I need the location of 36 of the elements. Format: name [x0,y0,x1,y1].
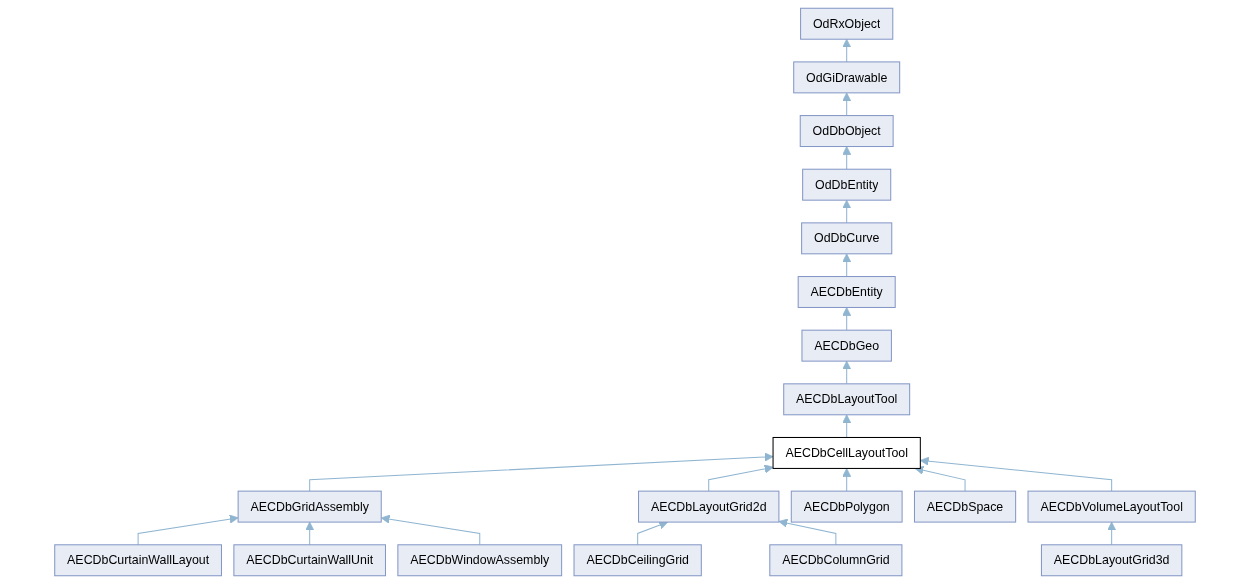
arrow [842,360,852,385]
node-box: AECDbPolygon [790,490,903,523]
node-box: AECDbLayoutTool [783,383,911,416]
arrow [914,465,966,492]
node-box: AECDbGeo [801,329,892,362]
arrow [1107,521,1117,546]
node-box: AECDbCeilingGrid [573,544,702,577]
node-box: OdDbEntity [802,168,892,201]
arrow [842,146,852,170]
node-box: AECDbSpace [913,490,1017,523]
arrow [309,452,774,492]
node-box: AECDbVolumeLayoutTool [1027,490,1196,523]
arrow [305,521,315,546]
arrow [842,199,852,224]
node-box: AECDbCellLayoutTool [772,436,921,469]
arrow [842,38,852,63]
arrow [708,464,774,492]
node-box: AECDbGridAssembly [237,490,382,523]
node-box: AECDbLayoutGrid2d [638,490,780,523]
node-box: AECDbWindowAssembly [397,544,563,577]
node-box: OdGiDrawable [793,61,901,94]
arrow [842,468,852,492]
node-box: OdDbCurve [801,222,893,255]
node-box: AECDbEntity [797,276,896,308]
node-box: OdRxObject [800,7,894,40]
arrow [778,518,837,546]
node-box: OdDbObject [799,115,894,148]
arrow [842,253,852,278]
arrow [842,92,852,117]
node-box: AECDbCurtainWallUnit [233,544,386,577]
node-box: AECDbColumnGrid [769,544,903,577]
node-box: AECDbLayoutGrid3d [1040,544,1183,577]
node-box: AECDbCurtainWallLayout [54,544,222,577]
arrow [842,307,852,331]
arrow [137,514,239,546]
arrow [842,414,852,438]
